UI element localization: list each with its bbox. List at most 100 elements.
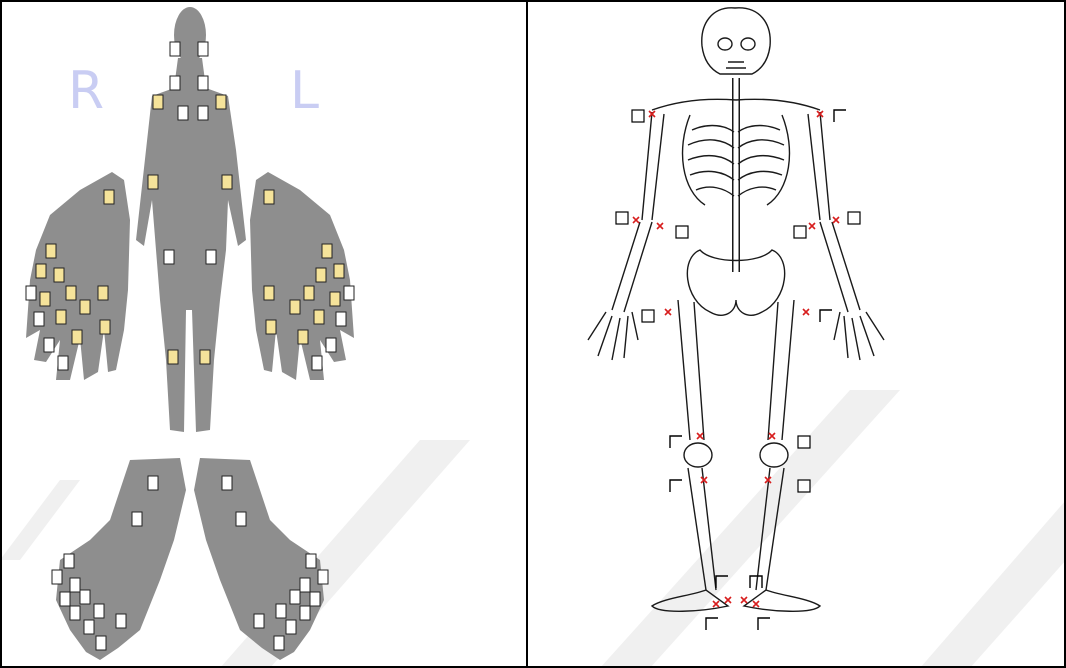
joint-bracket[interactable]	[820, 310, 832, 322]
tender-joint-box[interactable]	[98, 286, 108, 300]
joint-box[interactable]	[642, 310, 654, 322]
joint-x-marker	[833, 217, 839, 223]
tender-joint-box[interactable]	[222, 175, 232, 189]
tender-joint-box[interactable]	[304, 286, 314, 300]
tender-joint-box[interactable]	[36, 264, 46, 278]
joint-box[interactable]	[206, 250, 216, 264]
right-femur	[678, 300, 704, 440]
tender-joint-box[interactable]	[266, 320, 276, 334]
left-humerus	[808, 112, 830, 220]
tender-joint-box[interactable]	[40, 292, 50, 306]
tender-joint-box[interactable]	[148, 175, 158, 189]
joint-box[interactable]	[222, 476, 232, 490]
right-knee	[684, 443, 712, 467]
teeth	[726, 62, 746, 68]
joint-box[interactable]	[794, 226, 806, 238]
tender-joint-box[interactable]	[46, 244, 56, 258]
joint-box[interactable]	[300, 606, 310, 620]
joint-box[interactable]	[254, 614, 264, 628]
tender-joint-box[interactable]	[298, 330, 308, 344]
left-hand-bones	[834, 312, 884, 360]
joint-box[interactable]	[26, 286, 36, 300]
joint-box[interactable]	[164, 250, 174, 264]
tender-joint-box[interactable]	[168, 350, 178, 364]
left-side-label: L	[290, 61, 319, 121]
joint-box[interactable]	[70, 606, 80, 620]
left-forearm	[820, 222, 860, 312]
right-side-label: R	[68, 61, 104, 121]
joint-box[interactable]	[84, 620, 94, 634]
joint-box[interactable]	[616, 212, 628, 224]
joint-box[interactable]	[132, 512, 142, 526]
joint-box[interactable]	[848, 212, 860, 224]
joint-box[interactable]	[318, 570, 328, 584]
joint-box[interactable]	[306, 554, 316, 568]
tender-joint-box[interactable]	[66, 286, 76, 300]
tender-joint-box[interactable]	[322, 244, 332, 258]
joint-box[interactable]	[310, 592, 320, 606]
joint-x-marker	[741, 597, 747, 603]
joint-bracket[interactable]	[834, 110, 846, 122]
tender-joint-box[interactable]	[264, 190, 274, 204]
left-foot-bones	[744, 590, 820, 611]
joint-box[interactable]	[286, 620, 296, 634]
joint-box[interactable]	[274, 636, 284, 650]
joint-box[interactable]	[300, 578, 310, 592]
joint-box[interactable]	[64, 554, 74, 568]
tender-joint-box[interactable]	[290, 300, 300, 314]
tender-joint-box[interactable]	[314, 310, 324, 324]
joint-box[interactable]	[58, 356, 68, 370]
joint-box[interactable]	[676, 226, 688, 238]
joint-bracket[interactable]	[670, 480, 682, 492]
right-forearm	[612, 222, 652, 312]
left-foot-shape	[194, 458, 324, 660]
tender-joint-box[interactable]	[56, 310, 66, 324]
joint-bracket[interactable]	[706, 618, 718, 630]
tender-joint-box[interactable]	[330, 292, 340, 306]
joint-box[interactable]	[336, 312, 346, 326]
joint-box[interactable]	[170, 42, 180, 56]
joint-box[interactable]	[198, 76, 208, 90]
tender-joint-box[interactable]	[100, 320, 110, 334]
joint-box[interactable]	[276, 604, 286, 618]
joint-box[interactable]	[60, 592, 70, 606]
tender-joint-box[interactable]	[264, 286, 274, 300]
joint-box[interactable]	[96, 636, 106, 650]
joint-box[interactable]	[632, 110, 644, 122]
left-femur	[768, 300, 794, 440]
joint-box[interactable]	[178, 106, 188, 120]
joint-box[interactable]	[344, 286, 354, 300]
tender-joint-box[interactable]	[200, 350, 210, 364]
tender-joint-box[interactable]	[72, 330, 82, 344]
joint-x-marker	[633, 217, 639, 223]
right-foot-shape	[56, 458, 186, 660]
joint-box[interactable]	[94, 604, 104, 618]
joint-box[interactable]	[198, 106, 208, 120]
joint-x-marker	[769, 433, 775, 439]
joint-box[interactable]	[70, 578, 80, 592]
tender-joint-box[interactable]	[54, 268, 64, 282]
tender-joint-box[interactable]	[334, 264, 344, 278]
joint-box[interactable]	[236, 512, 246, 526]
joint-box[interactable]	[148, 476, 158, 490]
tender-joint-box[interactable]	[104, 190, 114, 204]
tender-joint-box[interactable]	[216, 95, 226, 109]
joint-box[interactable]	[798, 480, 810, 492]
joint-box[interactable]	[326, 338, 336, 352]
tender-joint-box[interactable]	[316, 268, 326, 282]
joint-box[interactable]	[116, 614, 126, 628]
joint-box[interactable]	[52, 570, 62, 584]
eye-socket	[718, 38, 732, 50]
joint-box[interactable]	[34, 312, 44, 326]
joint-box[interactable]	[44, 338, 54, 352]
joint-box[interactable]	[80, 590, 90, 604]
joint-box[interactable]	[312, 356, 322, 370]
joint-box[interactable]	[170, 76, 180, 90]
tender-joint-box[interactable]	[80, 300, 90, 314]
tender-joint-box[interactable]	[153, 95, 163, 109]
joint-bracket[interactable]	[670, 436, 682, 448]
joint-box[interactable]	[798, 436, 810, 448]
joint-bracket[interactable]	[758, 618, 770, 630]
joint-box[interactable]	[198, 42, 208, 56]
joint-box[interactable]	[290, 590, 300, 604]
